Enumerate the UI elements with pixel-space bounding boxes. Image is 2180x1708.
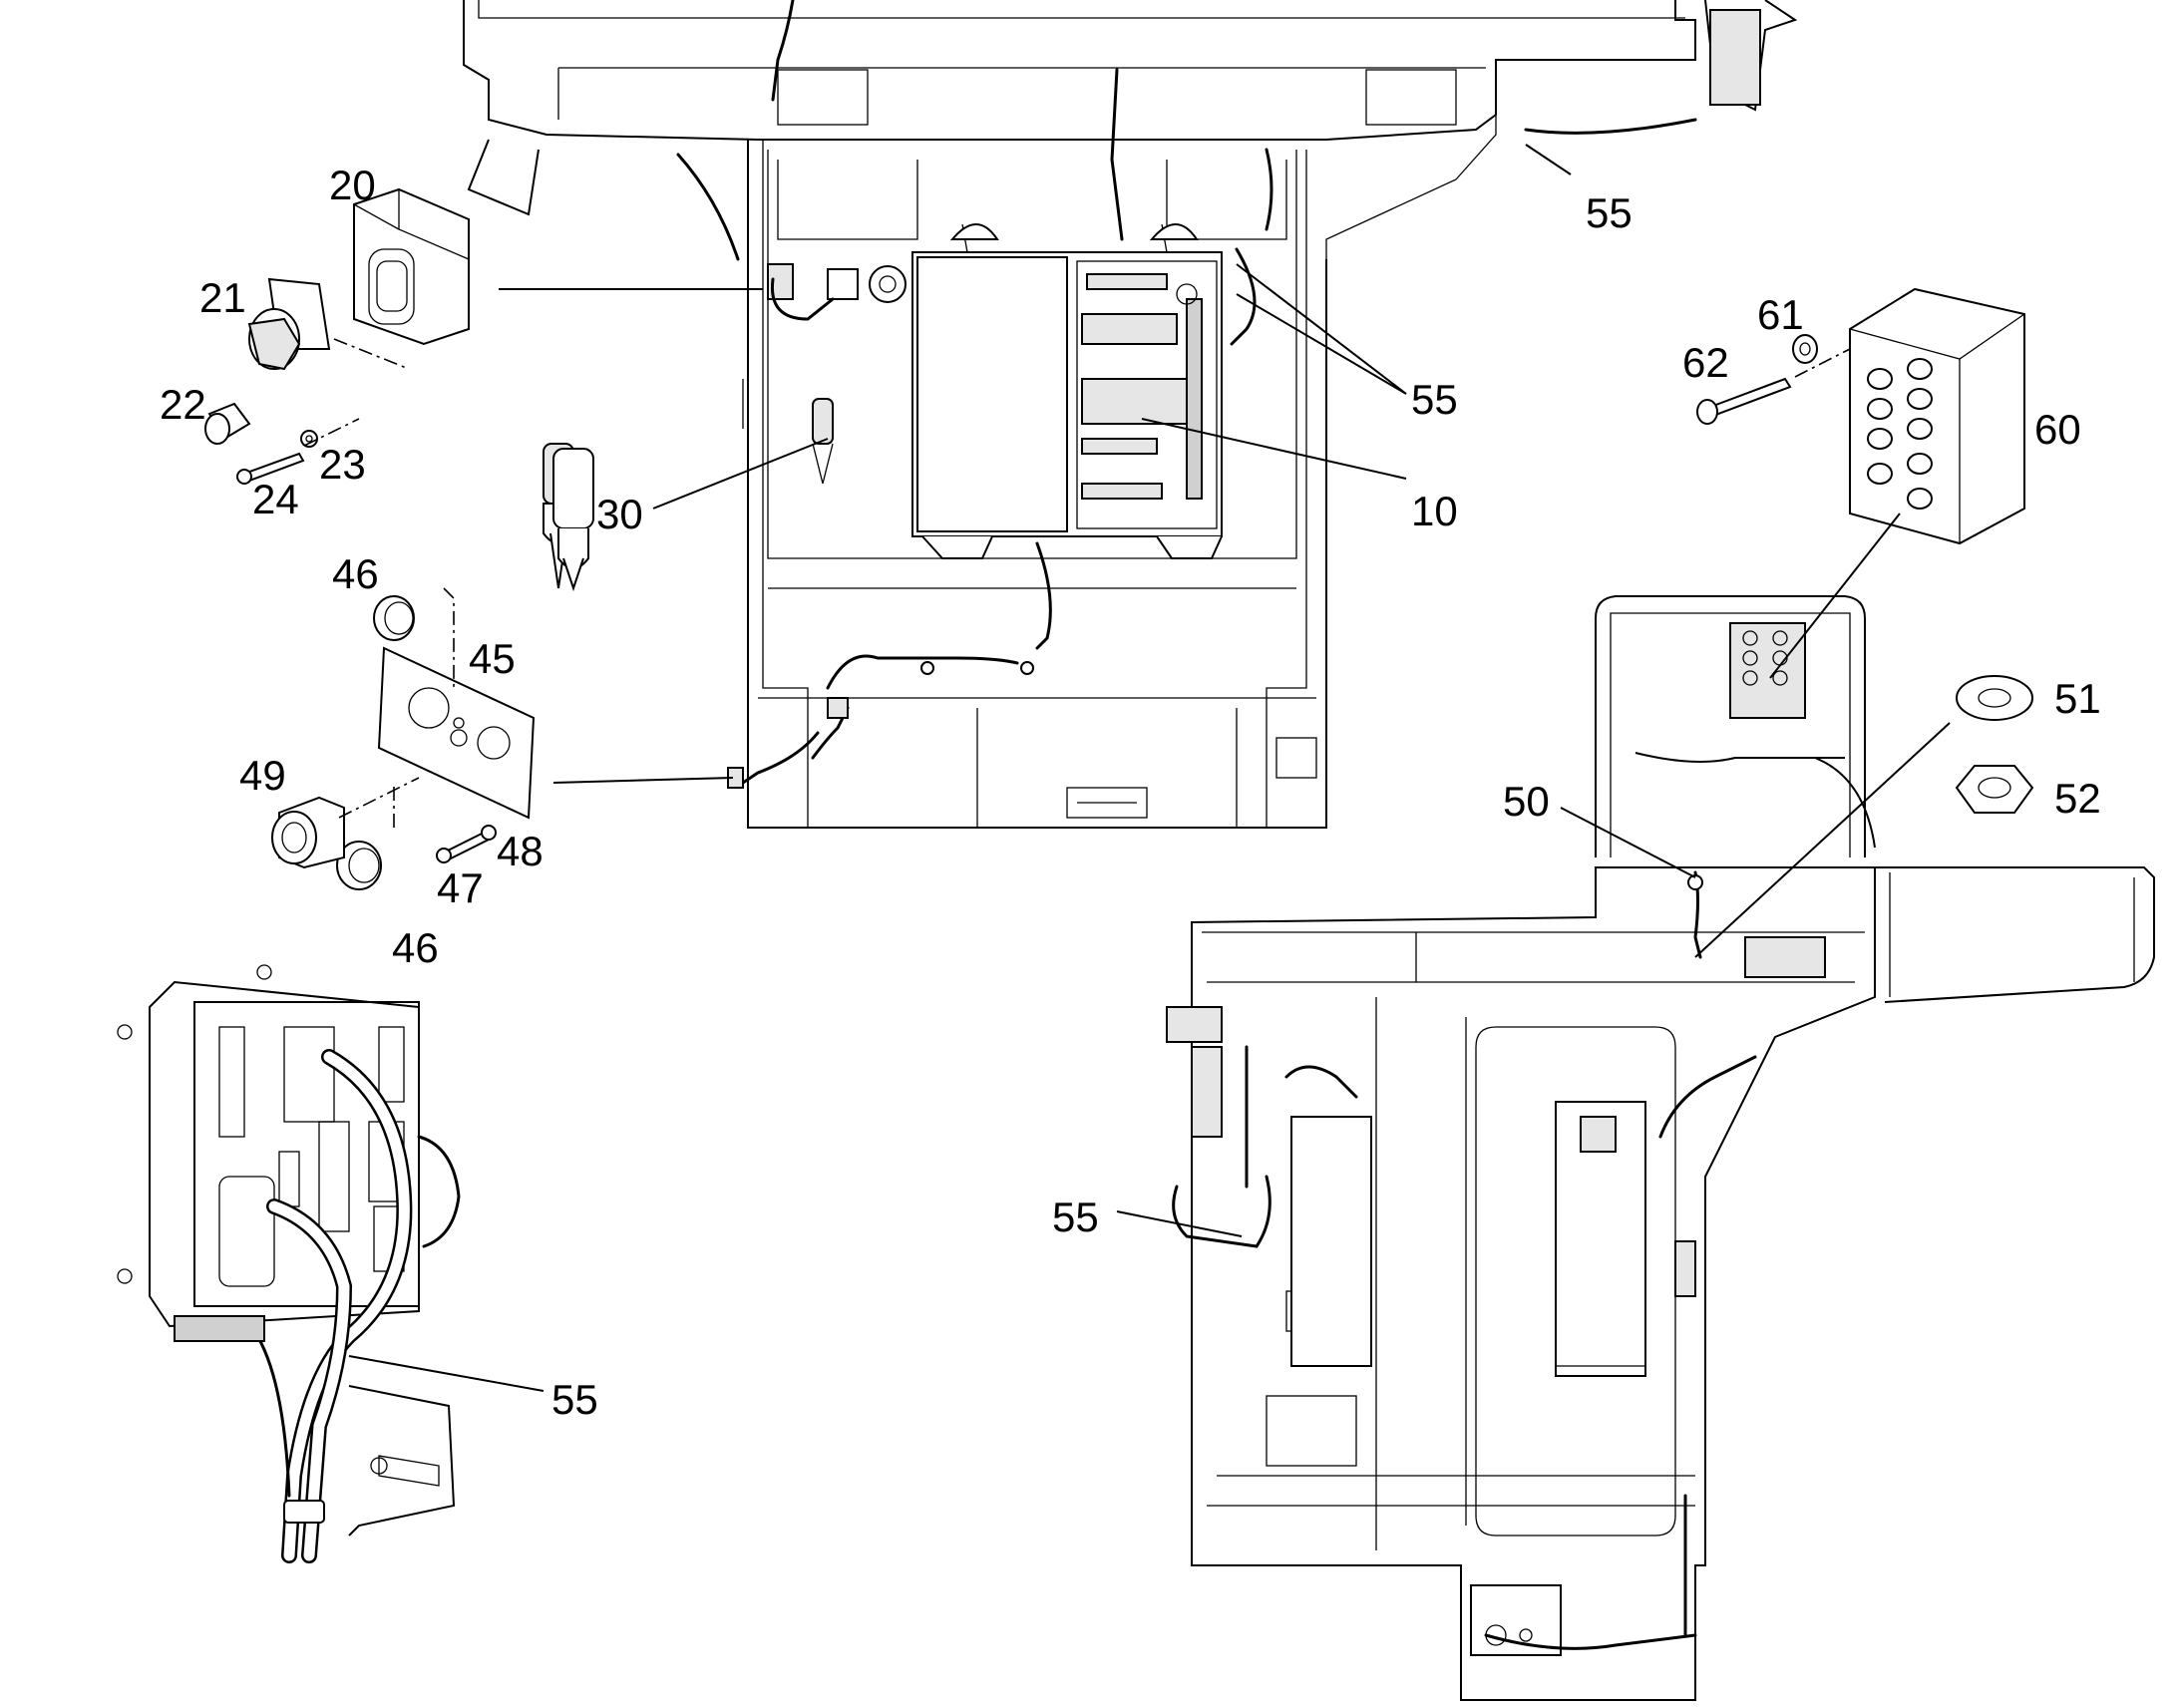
- callout-46-bottom: 46: [392, 924, 439, 971]
- callout-52: 52: [2054, 775, 2101, 822]
- callout-45: 45: [469, 635, 516, 682]
- leader-lines: [348, 144, 1951, 1392]
- callout-55-top: 55: [1586, 189, 1633, 236]
- callout-21: 21: [199, 274, 246, 321]
- switch-box-assembly-20: [204, 187, 470, 485]
- callout-24: 24: [252, 476, 299, 522]
- callout-61: 61: [1757, 291, 1804, 338]
- callout-47: 47: [437, 864, 484, 911]
- callout-55-left: 55: [551, 1376, 598, 1423]
- callout-22: 22: [160, 381, 206, 428]
- callout-20: 20: [329, 162, 376, 208]
- lower-left-module-view: [117, 964, 461, 1563]
- callout-62: 62: [1682, 339, 1729, 386]
- callout-60: 60: [2034, 406, 2081, 453]
- lower-right-chassis-view: [1166, 595, 2155, 1701]
- callout-51: 51: [2054, 675, 2101, 722]
- callout-48: 48: [497, 828, 544, 874]
- callout-49: 49: [239, 752, 286, 799]
- electrical-enclosure-10: [911, 223, 1223, 559]
- wire-harness-top: [676, 0, 1697, 789]
- callout-10: 10: [1411, 488, 1458, 534]
- callout-55-mid: 55: [1411, 376, 1458, 423]
- callout-46-top: 46: [332, 550, 379, 597]
- callout-23: 23: [319, 441, 366, 488]
- washer-nut-51-52: [1955, 675, 2034, 814]
- main-chassis-view: [463, 0, 1798, 829]
- callout-labels: 10 20 21 22 23 24 30 45 46 46 47 48 49 5…: [160, 162, 2101, 1423]
- callout-50: 50: [1503, 778, 1550, 825]
- callout-30: 30: [596, 491, 643, 537]
- control-pendant-60: [1696, 287, 2025, 545]
- connector-30: [552, 448, 594, 592]
- callout-55-right: 55: [1052, 1194, 1099, 1240]
- bulkhead-plate-45: [271, 587, 536, 890]
